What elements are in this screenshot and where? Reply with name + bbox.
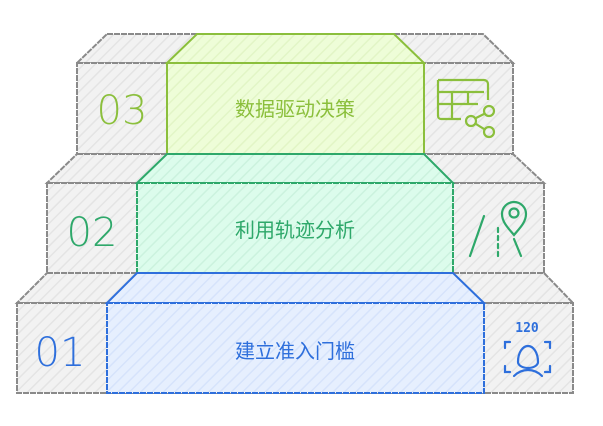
step-number: 02 [67, 210, 118, 256]
step-2: 02 利用轨迹分析 [44, 153, 547, 274]
table-share-icon [436, 78, 496, 139]
icon-counter-text: 120 [515, 321, 539, 336]
face-recognition-icon: 120 [503, 321, 552, 378]
step-1: 01 建立准入门槛 120 [14, 272, 576, 394]
step-3: 03 数据驱动决策 [74, 33, 516, 155]
step-label: 利用轨迹分析 [235, 218, 355, 242]
step-number: 01 [35, 330, 86, 376]
step-number: 03 [97, 88, 148, 134]
step-label: 数据驱动决策 [235, 97, 355, 121]
route-location-icon [468, 200, 528, 258]
step-label: 建立准入门槛 [235, 339, 355, 363]
